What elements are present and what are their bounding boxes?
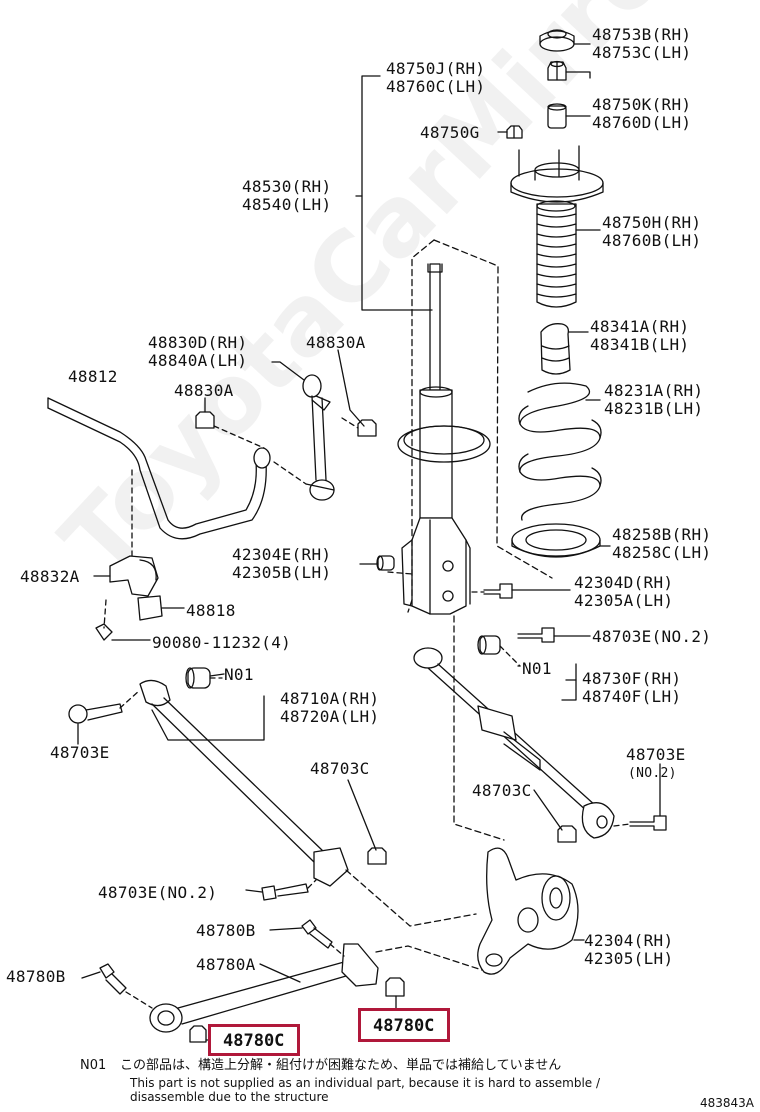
highlight-48780c-right[interactable]: 48780C xyxy=(358,1008,450,1042)
label-90080: 90080-11232(4) xyxy=(152,633,292,652)
label-48840a: 48840A(LH) xyxy=(148,351,248,370)
label-48740f: 48740F(LH) xyxy=(582,687,682,706)
nut-48703c-mid-part xyxy=(367,847,387,865)
label-42305a: 42305A(LH) xyxy=(574,591,674,610)
bushing-42304e-part xyxy=(376,555,395,571)
label-48703e-right-no2: (NO.2) xyxy=(628,766,677,781)
label-42305: 42305(LH) xyxy=(584,949,674,968)
bushing-n01-left-part xyxy=(185,667,211,689)
footnote-english-1: This part is not supplied as an individu… xyxy=(130,1076,601,1090)
label-48720a: 48720A(LH) xyxy=(280,707,380,726)
nut-48780c-left-part xyxy=(189,1025,207,1043)
label-48780c-left: 48780C xyxy=(223,1031,285,1051)
label-48703e-no2-bottom: 48703E(NO.2) xyxy=(98,883,218,902)
shock-absorber-part xyxy=(397,263,491,615)
label-48231a: 48231A(RH) xyxy=(604,381,704,400)
nut-48780c-right-part xyxy=(385,977,405,997)
label-48830a-top: 48830A xyxy=(306,333,366,352)
label-48703e-left: 48703E xyxy=(50,743,110,762)
coil-spring-part xyxy=(518,382,602,521)
stabilizer-bracket-part xyxy=(95,555,163,641)
bolt-48703e-left-part xyxy=(68,703,123,724)
label-48750g: 48750G xyxy=(420,123,480,142)
label-42304d: 42304D(RH) xyxy=(574,573,674,592)
label-n01-left: N01 xyxy=(224,665,254,684)
label-48710a: 48710A(RH) xyxy=(280,689,380,708)
nut-48750g-part xyxy=(506,125,523,139)
rear-arm-48780a-part xyxy=(149,943,379,1033)
label-48231b: 48231B(LH) xyxy=(604,399,704,418)
label-42304e: 42304E(RH) xyxy=(232,545,332,564)
label-48780a: 48780A xyxy=(196,955,256,974)
cap-48753-part xyxy=(539,29,575,52)
label-48750k: 48750K(RH) xyxy=(592,95,692,114)
label-48780b-left: 48780B xyxy=(6,967,66,986)
label-48750j: 48750J(RH) xyxy=(386,59,486,78)
nut-48750j-part xyxy=(547,60,567,81)
footnote-code: N01 xyxy=(80,1058,107,1073)
label-48780b-upper: 48780B xyxy=(196,921,256,940)
stabilizer-bar-part xyxy=(47,397,271,540)
label-48703e-no2-top: 48703E(NO.2) xyxy=(592,627,712,646)
label-48780c-right: 48780C xyxy=(373,1016,435,1036)
bolt-48703e-right-part xyxy=(629,815,667,831)
knuckle-42304-part xyxy=(477,847,579,975)
label-48703e-right: 48703E xyxy=(626,745,686,764)
bump-stop-part xyxy=(540,323,571,375)
bolt-42304d-part xyxy=(483,583,513,599)
bushing-48750k-part xyxy=(547,103,567,129)
label-48703c-mid: 48703C xyxy=(310,759,370,778)
strut-mount-plate-part xyxy=(510,145,604,203)
footnote-english-2: disassemble due to the structure xyxy=(130,1090,329,1104)
label-48760b: 48760B(LH) xyxy=(602,231,702,250)
label-48258b: 48258B(RH) xyxy=(612,525,712,544)
label-48703c-right: 48703C xyxy=(472,781,532,800)
label-48812: 48812 xyxy=(68,367,118,386)
bolt-48780b-upper-part xyxy=(301,919,333,949)
nut-48830a-part xyxy=(195,411,377,437)
label-48341a: 48341A(RH) xyxy=(590,317,690,336)
label-48750h: 48750H(RH) xyxy=(602,213,702,232)
label-48830a-mid: 48830A xyxy=(174,381,234,400)
footnote-japanese: この部品は、構造上分解・組付けが困難なため、単品では補給していません xyxy=(120,1058,562,1073)
bolt-48703e-no2-bottom-part xyxy=(261,883,309,901)
bolt-48780b-left-part xyxy=(99,963,127,995)
spring-seat-part xyxy=(511,523,601,558)
label-48760c: 48760C(LH) xyxy=(386,77,486,96)
label-48760d: 48760D(LH) xyxy=(592,113,692,132)
label-48530: 48530(RH) xyxy=(242,177,332,196)
bolt-48703e-no2-top-part xyxy=(517,627,555,643)
label-48830d: 48830D(RH) xyxy=(148,333,248,352)
stabilizer-link-part xyxy=(302,374,335,501)
label-48258c: 48258C(LH) xyxy=(612,543,712,562)
label-48540: 48540(LH) xyxy=(242,195,332,214)
label-48341b: 48341B(LH) xyxy=(590,335,690,354)
label-42305b: 42305B(LH) xyxy=(232,563,332,582)
label-48730f: 48730F(RH) xyxy=(582,669,682,688)
label-48753b: 48753B(RH) xyxy=(592,25,692,44)
lower-arm-48710a-part xyxy=(139,679,349,887)
bushing-n01-right-part xyxy=(477,635,501,655)
dust-boot-part xyxy=(536,200,577,308)
upper-arm-48730f-part xyxy=(413,647,615,839)
figure-id: 483843A xyxy=(700,1096,755,1110)
highlight-48780c-left[interactable]: 48780C xyxy=(208,1024,300,1056)
label-48818: 48818 xyxy=(186,601,236,620)
label-n01-right: N01 xyxy=(522,659,552,678)
label-42304: 42304(RH) xyxy=(584,931,674,950)
label-48832a: 48832A xyxy=(20,567,80,586)
label-48753c: 48753C(LH) xyxy=(592,43,692,62)
